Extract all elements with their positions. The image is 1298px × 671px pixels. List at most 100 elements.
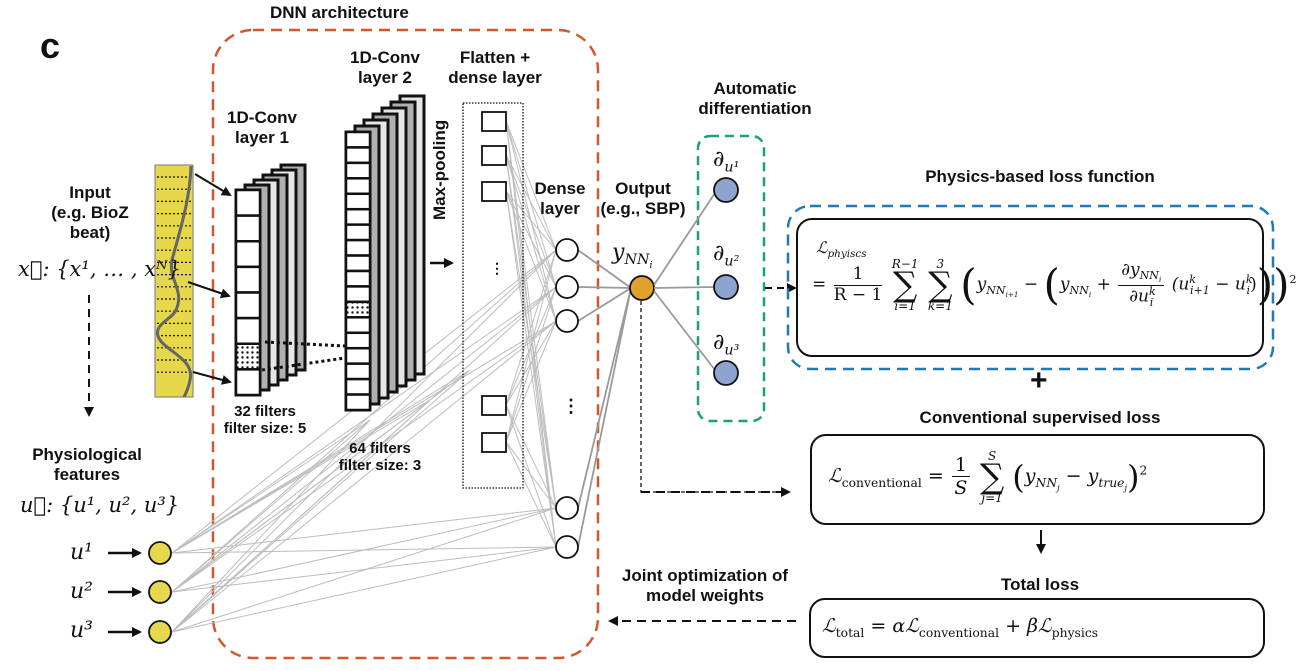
deriv-den: ∂u bbox=[1129, 286, 1149, 307]
autodiff-node-u2[interactable] bbox=[713, 274, 739, 300]
conv1-cell bbox=[234, 265, 262, 294]
u-to-flatten-link bbox=[171, 369, 471, 554]
derivative-fraction: ∂yNNi∂uki bbox=[1118, 259, 1165, 310]
physio-title-line1: Physiological bbox=[32, 445, 142, 464]
conv2-cell bbox=[344, 207, 372, 226]
conv2-caption: 64 filters filter size: 3 bbox=[325, 440, 435, 474]
conv2-cell bbox=[344, 192, 372, 211]
conv2-cell bbox=[344, 346, 372, 365]
frac-num: 1 bbox=[951, 454, 970, 478]
dense-node[interactable] bbox=[555, 496, 579, 520]
physio-input-node[interactable] bbox=[148, 620, 172, 644]
dense-ellipsis: ⋮ bbox=[562, 396, 580, 416]
conv-lhs-sub: conventional bbox=[841, 475, 922, 490]
conv2-title-line2: layer 2 bbox=[358, 68, 412, 87]
physics-loss-title: Physics-based loss function bbox=[925, 167, 1155, 186]
total-loss-title: Total loss bbox=[1000, 575, 1080, 594]
u-to-flatten-link bbox=[171, 399, 431, 633]
autodiff-title: Automatic differentiation bbox=[690, 79, 820, 119]
max-pooling-label: Max-pooling bbox=[430, 119, 449, 220]
output-node[interactable] bbox=[629, 275, 655, 301]
alpha: α bbox=[892, 615, 906, 637]
output-title-line2: (e.g., SBP) bbox=[600, 199, 686, 218]
panel-label: c bbox=[40, 25, 61, 66]
deriv-num-sub: NN bbox=[1139, 269, 1159, 283]
output-symbol-subsub: i bbox=[649, 260, 653, 272]
autodiff-title-line1: Automatic bbox=[713, 79, 797, 98]
joint-optimization-line2: model weights bbox=[645, 586, 765, 605]
physio-input-u3: u³ bbox=[70, 618, 93, 643]
partial-symbol: ∂ bbox=[713, 330, 725, 355]
autodiff-node-u1[interactable] bbox=[713, 177, 739, 203]
input-title-line1: Input bbox=[69, 183, 111, 202]
joint-optimization-label: Joint optimization of model weights bbox=[605, 566, 805, 606]
flatten-to-dense-link bbox=[505, 404, 557, 548]
total-lhs-sub: total bbox=[835, 625, 865, 640]
dense-node[interactable] bbox=[555, 309, 579, 333]
conv2-cell bbox=[344, 254, 372, 273]
total-loss-box bbox=[809, 598, 1265, 658]
sum-lower: k=1 bbox=[927, 299, 953, 313]
dense-title: Dense layer bbox=[530, 179, 590, 219]
input-arrow-1 bbox=[194, 173, 232, 197]
conv2-cell bbox=[344, 238, 372, 257]
term-sub: true bbox=[1098, 475, 1125, 490]
u-to-dense-link bbox=[171, 286, 557, 554]
eq-sign: = bbox=[870, 615, 887, 637]
physio-input-u2: u² bbox=[70, 579, 93, 604]
flatten-unit bbox=[481, 145, 507, 166]
physio-input-node[interactable] bbox=[148, 580, 172, 604]
physio-input-node[interactable] bbox=[148, 541, 172, 565]
u-to-dense-link bbox=[171, 320, 557, 633]
flatten-unit bbox=[481, 395, 507, 416]
conv1-cell bbox=[234, 291, 262, 320]
flatten-to-dense-link bbox=[505, 190, 557, 548]
physio-vector: u⃗: {u¹, u², u³} bbox=[20, 493, 180, 517]
deriv-num: ∂y bbox=[1121, 259, 1140, 280]
conv-lhs-symbol: ℒ bbox=[828, 465, 842, 487]
dense-title-line1: Dense bbox=[534, 179, 586, 198]
conv-layer-2-stack bbox=[344, 94, 426, 412]
output-symbol-sub: NN bbox=[624, 252, 650, 269]
partial-symbol: ∂ bbox=[713, 147, 725, 172]
partial-symbol: ∂ bbox=[713, 241, 725, 266]
flatten-unit bbox=[481, 432, 507, 453]
term-sub: NN bbox=[1035, 475, 1058, 490]
flatten-to-dense-link bbox=[505, 249, 557, 406]
term-y: y bbox=[1059, 274, 1070, 295]
conv2-title: 1D-Conv layer 2 bbox=[345, 48, 425, 88]
physics-lhs-sub: phyiscs bbox=[827, 248, 867, 261]
flatten-title-line2: dense layer bbox=[448, 68, 542, 87]
physics-loss-box bbox=[796, 218, 1264, 357]
sum-upper: S bbox=[987, 449, 997, 463]
dense-to-output-link bbox=[577, 249, 632, 289]
u-to-dense-link bbox=[171, 507, 557, 633]
plus-sign-between-losses: + bbox=[1030, 364, 1048, 397]
flatten-to-dense-link bbox=[505, 154, 557, 251]
frac-den: S bbox=[954, 477, 968, 500]
dense-node[interactable] bbox=[555, 535, 579, 559]
autodiff-frame bbox=[696, 134, 766, 423]
autodiff-node-u3[interactable] bbox=[713, 360, 739, 386]
flatten-to-dense-link bbox=[505, 249, 557, 443]
conv2-cell bbox=[344, 146, 372, 165]
conv1-cell bbox=[234, 316, 262, 345]
dense-to-output-link bbox=[577, 287, 632, 322]
conv2-cell bbox=[344, 130, 372, 149]
flatten-to-dense-link bbox=[505, 120, 557, 251]
conv2-cell bbox=[344, 177, 372, 196]
conv1-receptive-patch bbox=[234, 342, 262, 371]
input-title: Input (e.g. BioZ beat) bbox=[30, 183, 150, 243]
diff-close: ) bbox=[1250, 274, 1257, 295]
deriv-den-sup: k bbox=[1149, 284, 1156, 298]
conv2-cell bbox=[344, 393, 372, 412]
dense-to-output-link bbox=[577, 287, 632, 548]
frac-den: R − 1 bbox=[833, 284, 883, 305]
term-subsub: i+1 bbox=[1005, 290, 1019, 300]
dense-node[interactable] bbox=[555, 275, 579, 299]
sum-k: 3∑k=1 bbox=[927, 257, 953, 313]
u-to-flatten-link bbox=[171, 369, 471, 633]
dense-node[interactable] bbox=[555, 238, 579, 262]
output-title-line1: Output bbox=[615, 179, 671, 198]
